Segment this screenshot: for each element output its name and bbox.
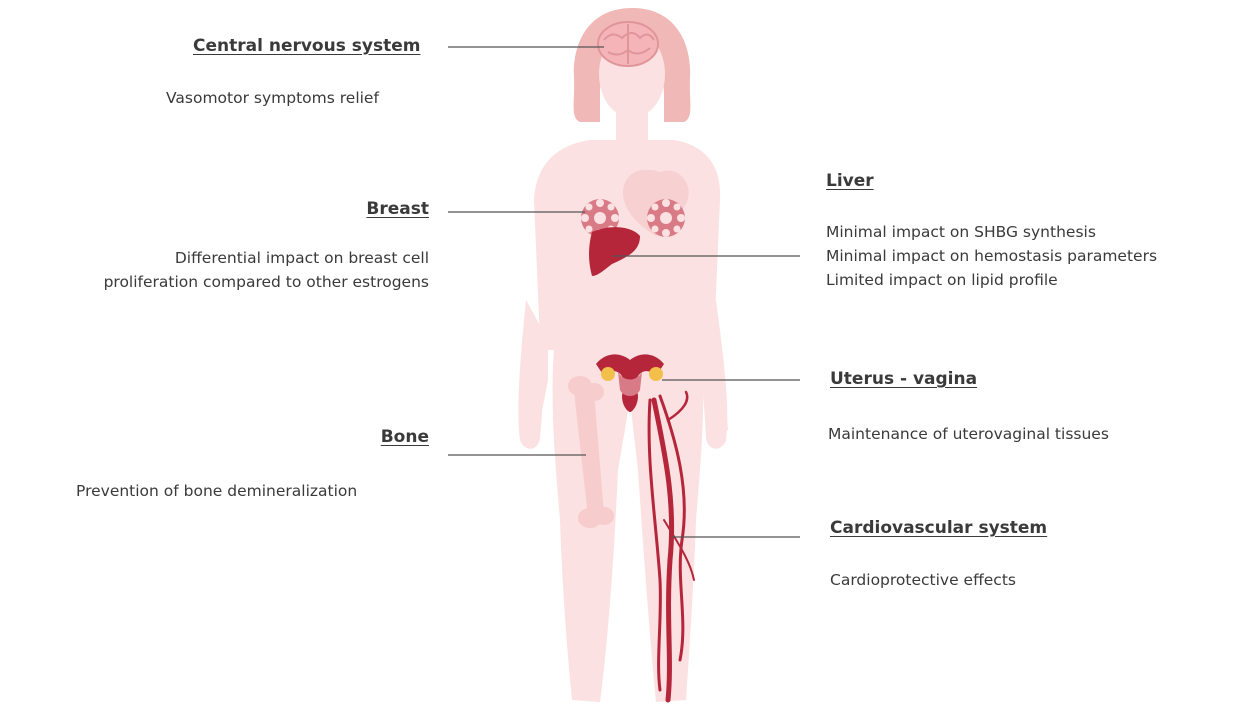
cns-effects: Vasomotor symptoms relief (166, 86, 379, 110)
liver-effect-line: Minimal impact on SHBG synthesis (826, 220, 1157, 244)
bone-heading: Bone (381, 427, 429, 447)
liver-effect-line: Limited impact on lipid profile (826, 268, 1157, 292)
cns-heading: Central nervous system (193, 36, 420, 56)
cns-effect-line: Vasomotor symptoms relief (166, 86, 379, 110)
cardio-effects: Cardioprotective effects (830, 568, 1016, 592)
cardio-effect-line: Cardioprotective effects (830, 568, 1016, 592)
breast-effect-line: proliferation compared to other estrogen… (104, 270, 429, 294)
uterus-effects: Maintenance of uterovaginal tissues (828, 422, 1109, 446)
liver-effects: Minimal impact on SHBG synthesis Minimal… (826, 220, 1157, 292)
breast-effects: Differential impact on breast cell proli… (104, 246, 429, 294)
cardio-heading: Cardiovascular system (830, 518, 1047, 538)
brain-icon (598, 22, 658, 66)
liver-heading: Liver (826, 171, 874, 191)
liver-effect-line: Minimal impact on hemostasis parameters (826, 244, 1157, 268)
uterus-effect-line: Maintenance of uterovaginal tissues (828, 422, 1109, 446)
bone-effects: Prevention of bone demineralization (76, 479, 357, 503)
breast-effect-line: Differential impact on breast cell (104, 246, 429, 270)
breast-heading: Breast (366, 199, 429, 219)
uterus-heading: Uterus - vagina (830, 369, 977, 389)
bone-effect-line: Prevention of bone demineralization (76, 479, 357, 503)
